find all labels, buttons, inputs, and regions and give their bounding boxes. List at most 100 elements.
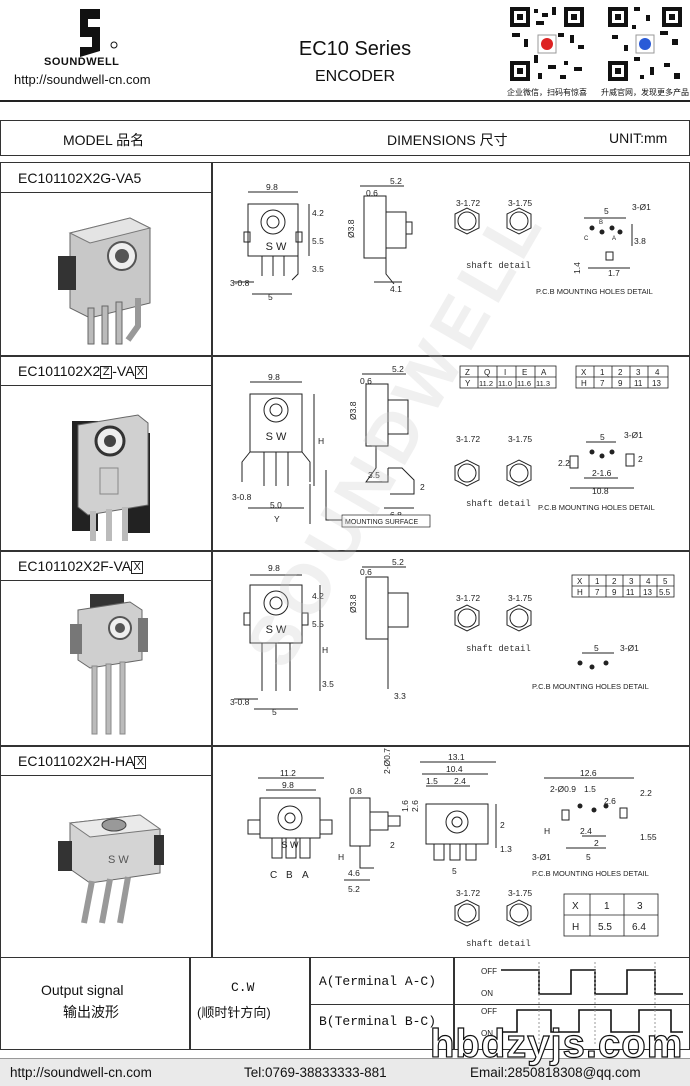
svg-text:3.5: 3.5	[312, 264, 324, 274]
svg-text:3-1.72: 3-1.72	[456, 888, 480, 898]
footer-tel[interactable]: Tel:0769-38833333-881	[244, 1065, 387, 1080]
svg-text:5.2: 5.2	[392, 557, 404, 567]
svg-text:3-1.72: 3-1.72	[456, 593, 480, 603]
svg-text:3.8: 3.8	[634, 236, 646, 246]
output-signal-label: Output signal	[41, 982, 124, 998]
svg-text:X: X	[581, 368, 587, 377]
svg-text:11: 11	[626, 588, 635, 597]
svg-text:5: 5	[268, 292, 273, 302]
model-name-1: EC101102X2G-VA5	[18, 170, 142, 186]
svg-text:9: 9	[612, 588, 617, 597]
svg-text:0.6: 0.6	[366, 188, 378, 198]
svg-text:3-0.8: 3-0.8	[230, 697, 250, 707]
product-photo-2	[72, 414, 150, 541]
svg-text:5.2: 5.2	[392, 364, 404, 374]
svg-text:13: 13	[652, 379, 661, 388]
qr-caption-right: 升威官网，发现更多产品	[601, 88, 689, 97]
svg-text:5: 5	[663, 577, 668, 586]
svg-text:2: 2	[500, 820, 505, 830]
terminal-b-label: B(Terminal B-C)	[319, 1014, 437, 1029]
svg-text:2: 2	[594, 838, 599, 848]
svg-text:1.4: 1.4	[572, 262, 582, 274]
svg-text:3-1.75: 3-1.75	[508, 198, 532, 208]
svg-text:3-1.72: 3-1.72	[456, 198, 480, 208]
svg-text:2.2: 2.2	[640, 788, 652, 798]
svg-text:9.8: 9.8	[268, 563, 280, 573]
brand-name: SOUNDWELL	[44, 56, 120, 68]
svg-text:Y: Y	[274, 514, 280, 524]
row-divider	[0, 550, 690, 552]
footer-url[interactable]: http://soundwell-cn.com	[10, 1065, 152, 1080]
svg-text:11: 11	[634, 379, 643, 388]
svg-text:H: H	[577, 588, 583, 597]
header-url[interactable]: http://soundwell-cn.com	[14, 72, 151, 87]
svg-text:5.2: 5.2	[348, 884, 360, 894]
column-divider	[211, 162, 213, 958]
svg-text:1.3: 1.3	[500, 844, 512, 854]
model-variant-box: X	[134, 755, 147, 769]
product-photo-1	[58, 217, 152, 345]
svg-text:1: 1	[604, 901, 610, 912]
svg-text:3-0.8: 3-0.8	[230, 278, 250, 288]
svg-text:2-Ø0.9: 2-Ø0.9	[550, 784, 576, 794]
model-divider	[0, 385, 211, 386]
svg-text:2: 2	[420, 482, 425, 492]
svg-text:2.2: 2.2	[558, 458, 570, 468]
svg-text:B: B	[286, 870, 293, 881]
row-divider	[0, 355, 690, 357]
svg-text:13.1: 13.1	[448, 752, 465, 762]
svg-text:3-1.75: 3-1.75	[508, 434, 532, 444]
body-marking: S W	[266, 624, 287, 636]
svg-text:3: 3	[637, 901, 643, 912]
svg-text:13: 13	[643, 588, 652, 597]
qr-code-icon[interactable]	[606, 5, 684, 83]
pcb-detail-label: P.C.B MOUNTING HOLES DETAIL	[532, 682, 649, 691]
svg-text:11.3: 11.3	[536, 379, 550, 388]
dimension-drawing-1: 9.84.25.53.5 3-0.85 0.65.2Ø3.84.1 3-1.72…	[230, 176, 653, 302]
svg-text:3-1.75: 3-1.75	[508, 593, 532, 603]
svg-text:Ø3.8: Ø3.8	[348, 594, 358, 613]
svg-text:11.2: 11.2	[280, 768, 296, 778]
svg-text:OFF: OFF	[481, 967, 497, 976]
dimension-drawing-3: 9.84.25.5H3.5 3-0.85 0.65.2Ø3.83.3 S W 3…	[230, 557, 675, 717]
body-marking: S W	[266, 241, 287, 253]
shaft-detail-label: shaft detail	[466, 939, 531, 949]
svg-text:3-1.72: 3-1.72	[456, 434, 480, 444]
svg-text:4: 4	[655, 368, 660, 377]
product-marking: S W	[108, 854, 129, 866]
svg-text:X: X	[577, 577, 583, 586]
svg-text:3: 3	[629, 577, 634, 586]
svg-text:5: 5	[594, 643, 599, 653]
svg-text:5: 5	[586, 852, 591, 862]
svg-text:2: 2	[618, 368, 623, 377]
qr-code-icon[interactable]	[508, 5, 586, 83]
svg-text:0.6: 0.6	[360, 567, 372, 577]
output-signal-section: Output signal 输出波形 C.W (顺时针方向) A(Termina…	[0, 958, 690, 1050]
svg-text:H: H	[338, 852, 344, 862]
direction-label-cn: (顺时针方向)	[197, 1005, 271, 1020]
row-divider	[0, 745, 690, 747]
svg-text:Q: Q	[484, 368, 490, 377]
svg-text:3.5: 3.5	[322, 679, 334, 689]
svg-text:4: 4	[646, 577, 651, 586]
footer-email[interactable]: Email:2850818308@qq.com	[470, 1065, 641, 1080]
svg-text:3-Ø1: 3-Ø1	[532, 852, 551, 862]
svg-text:5.5: 5.5	[598, 922, 612, 933]
svg-text:4.1: 4.1	[390, 284, 402, 294]
model-divider	[0, 192, 211, 193]
svg-text:5: 5	[604, 206, 609, 216]
svg-text:3-Ø1: 3-Ø1	[632, 202, 651, 212]
series-title: EC10 Series	[298, 38, 412, 60]
svg-text:2: 2	[612, 577, 617, 586]
svg-text:7: 7	[600, 379, 605, 388]
svg-text:5.2: 5.2	[390, 176, 402, 186]
mounting-surface-label: MOUNTING SURFACE	[345, 519, 418, 526]
svg-text:4.6: 4.6	[348, 868, 360, 878]
svg-text:C: C	[270, 870, 277, 881]
